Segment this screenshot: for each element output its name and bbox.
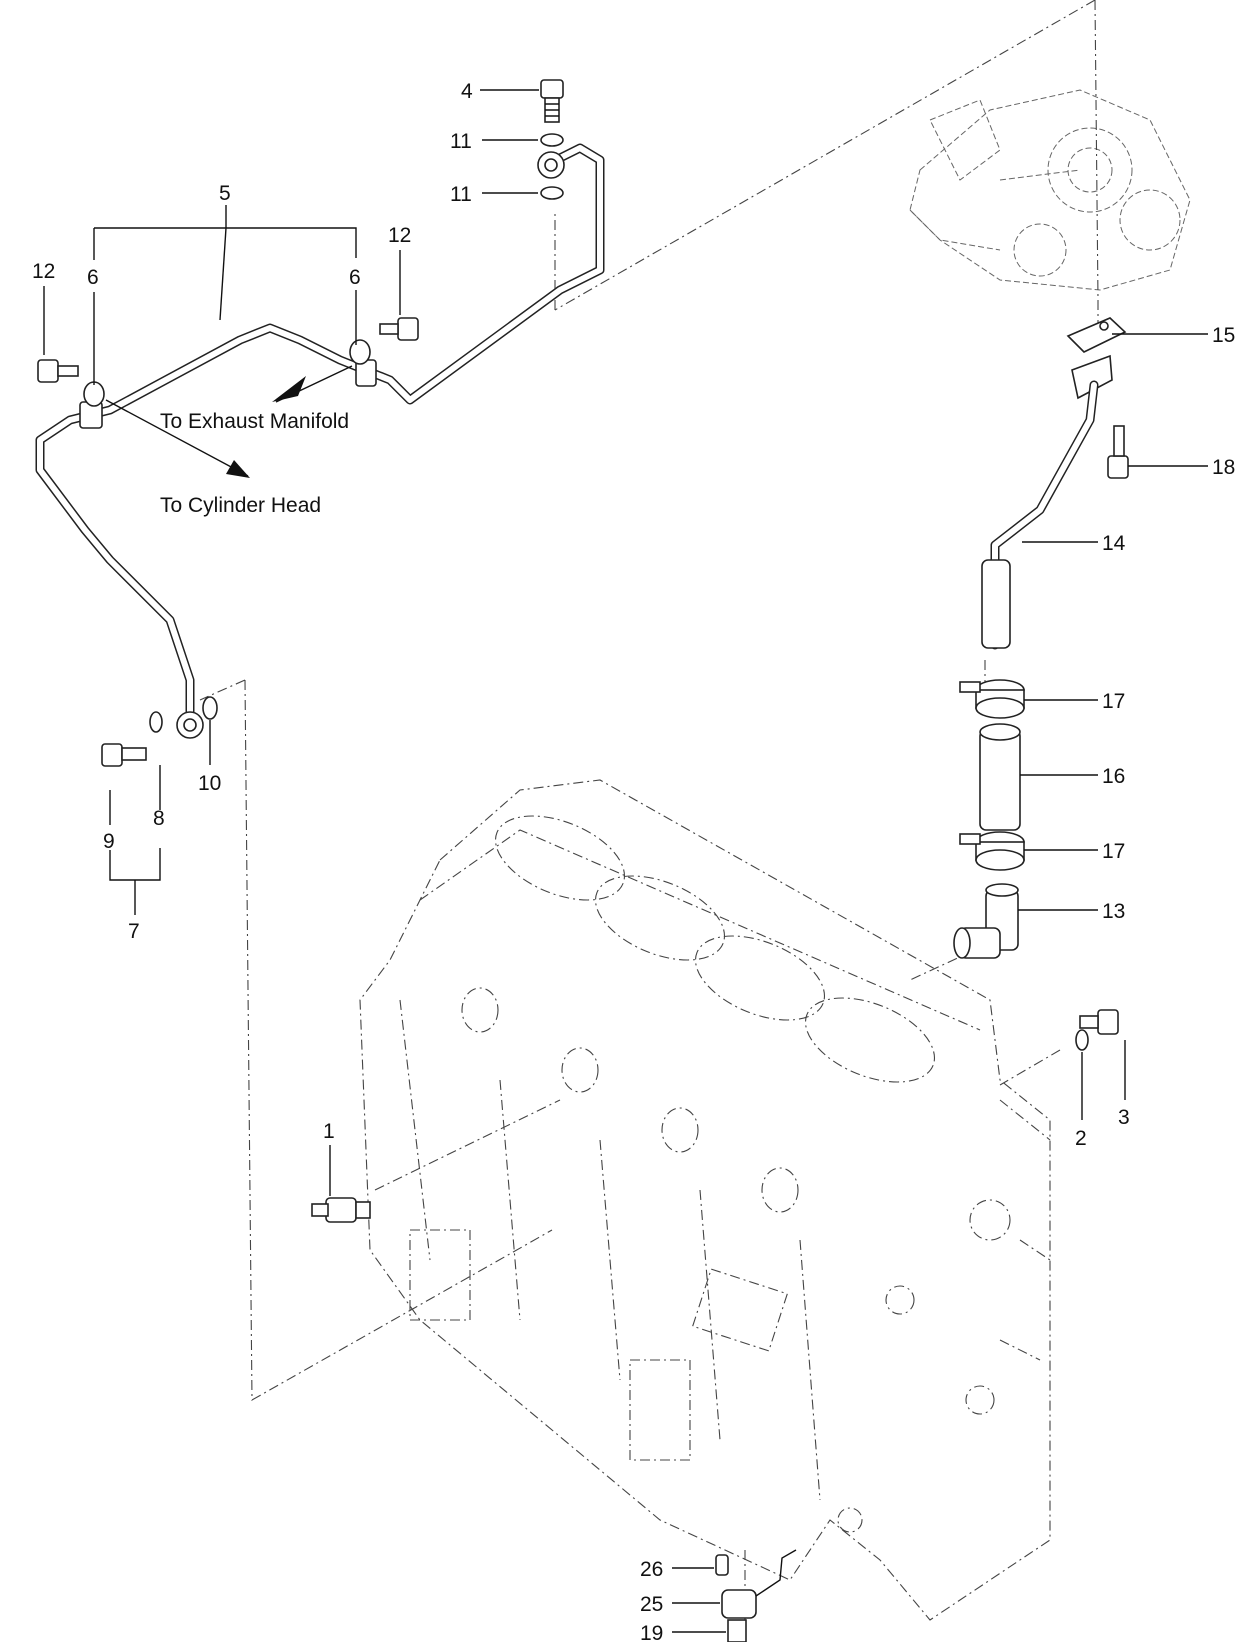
bolt-12-left — [37, 359, 79, 383]
callout-17-top: 17 — [1102, 690, 1125, 713]
callout-4: 4 — [461, 80, 473, 103]
callout-18: 18 — [1212, 456, 1235, 479]
callout-5: 5 — [219, 182, 231, 205]
oil-pressure-switch-1 — [311, 1197, 371, 1223]
callout-9: 9 — [103, 830, 115, 853]
callout-14: 14 — [1102, 532, 1126, 555]
callout-25: 25 — [640, 1593, 663, 1616]
bolt-3 — [1079, 1009, 1119, 1035]
callout-12-right: 12 — [388, 224, 411, 247]
hose-clamp-17-top — [959, 679, 1025, 719]
callout-11-bottom: 11 — [450, 183, 472, 206]
pin-26 — [715, 1554, 729, 1576]
hose-16 — [979, 723, 1021, 831]
washer-2 — [1075, 1029, 1089, 1051]
fitting-25 — [721, 1549, 797, 1619]
callout-16: 16 — [1102, 765, 1125, 788]
callout-19: 19 — [640, 1622, 663, 1642]
banjo-bolt-9 — [101, 743, 147, 767]
washer-10 — [202, 696, 218, 720]
washer-11-bottom — [540, 186, 564, 200]
gasket-15 — [1066, 317, 1127, 353]
hose-clamp-17-bottom — [959, 831, 1025, 871]
bolt-19 — [727, 1619, 747, 1642]
leader-lines — [43, 89, 1208, 1633]
arrow-to-exhaust-manifold — [272, 376, 306, 402]
callout-26: 26 — [640, 1558, 663, 1581]
elbow-fitting-13 — [953, 883, 1019, 959]
callout-15: 15 — [1212, 324, 1235, 347]
callout-labels: 4 11 11 5 6 6 12 12 10 8 9 7 1 2 3 15 18… — [32, 80, 1235, 1642]
washer-11-top — [540, 133, 564, 147]
note-to-exhaust-manifold: To Exhaust Manifold — [160, 410, 349, 433]
assembly-lines — [199, 0, 1099, 1642]
banjo-bolt-4 — [540, 79, 564, 123]
callout-13: 13 — [1102, 900, 1125, 923]
callout-6-left: 6 — [87, 266, 99, 289]
bolt-12-right — [379, 317, 419, 341]
callout-12-left: 12 — [32, 260, 55, 283]
callout-3: 3 — [1118, 1106, 1130, 1129]
bolt-18 — [1107, 425, 1129, 479]
callout-17-bottom: 17 — [1102, 840, 1125, 863]
turbocharger-phantom — [909, 89, 1191, 291]
callout-6-right: 6 — [349, 266, 361, 289]
callout-10: 10 — [198, 772, 221, 795]
callout-11-top: 11 — [450, 130, 472, 153]
callout-2: 2 — [1075, 1127, 1087, 1150]
note-to-cylinder-head: To Cylinder Head — [160, 494, 321, 517]
oil-pipe-assembly — [35, 143, 605, 739]
engine-block-phantom — [359, 779, 1051, 1621]
callout-1: 1 — [323, 1120, 335, 1143]
arrow-to-cylinder-head — [226, 460, 250, 478]
oil-return-pipe-14 — [981, 354, 1113, 650]
washer-8 — [149, 711, 163, 733]
callout-7: 7 — [128, 920, 140, 943]
callout-8: 8 — [153, 807, 165, 830]
